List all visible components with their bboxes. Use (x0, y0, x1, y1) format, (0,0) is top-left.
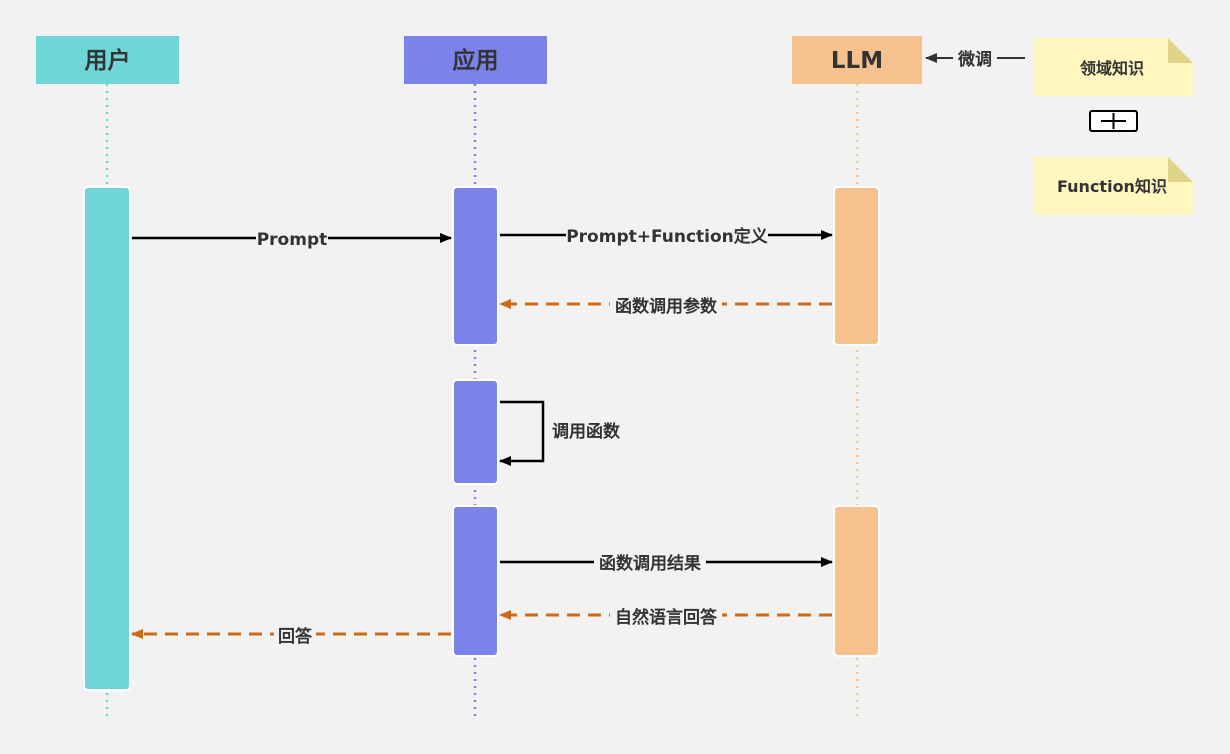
message-function-result-label: 函数调用结果 (599, 553, 701, 574)
activation-app-3 (452, 505, 499, 657)
message-function-params: 函数调用参数 (499, 293, 832, 317)
activation-llm-2 (833, 505, 880, 657)
activation-user (83, 186, 131, 691)
note-domain-knowledge: 领域知识 (1033, 38, 1193, 96)
participant-app: 应用 (404, 36, 547, 84)
message-call-function-label: 调用函数 (552, 421, 621, 442)
fine-tune-label: 微调 (957, 49, 992, 70)
fine-tune-arrow: 微调 (925, 47, 1025, 70)
note-function-knowledge: Function知识 (1033, 157, 1193, 215)
message-natural-answer-label: 自然语言回答 (615, 607, 718, 628)
activation-app-2 (452, 379, 499, 485)
note-function-knowledge-label: Function知识 (1057, 177, 1167, 196)
message-natural-answer: 自然语言回答 (499, 604, 832, 628)
message-prompt-function: Prompt+Function定义 (500, 224, 833, 247)
activation-app-1 (452, 186, 499, 346)
participant-llm: LLM (792, 36, 922, 84)
message-function-result: 函数调用结果 (500, 551, 833, 574)
combine-icon (1089, 110, 1138, 132)
participant-user: 用户 (36, 36, 179, 84)
message-prompt: Prompt (132, 227, 452, 250)
activation-llm-1 (833, 186, 880, 346)
message-function-params-label: 函数调用参数 (615, 296, 718, 317)
participant-llm-label: LLM (831, 48, 883, 74)
participant-app-label: 应用 (453, 47, 499, 74)
message-prompt-function-label: Prompt+Function定义 (566, 226, 768, 247)
message-prompt-label: Prompt (257, 230, 328, 250)
participant-user-label: 用户 (85, 47, 131, 74)
message-answer-label: 回答 (278, 626, 313, 647)
message-call-function: 调用函数 (499, 400, 621, 466)
note-domain-knowledge-label: 领域知识 (1080, 59, 1144, 78)
message-answer: 回答 (131, 623, 451, 647)
